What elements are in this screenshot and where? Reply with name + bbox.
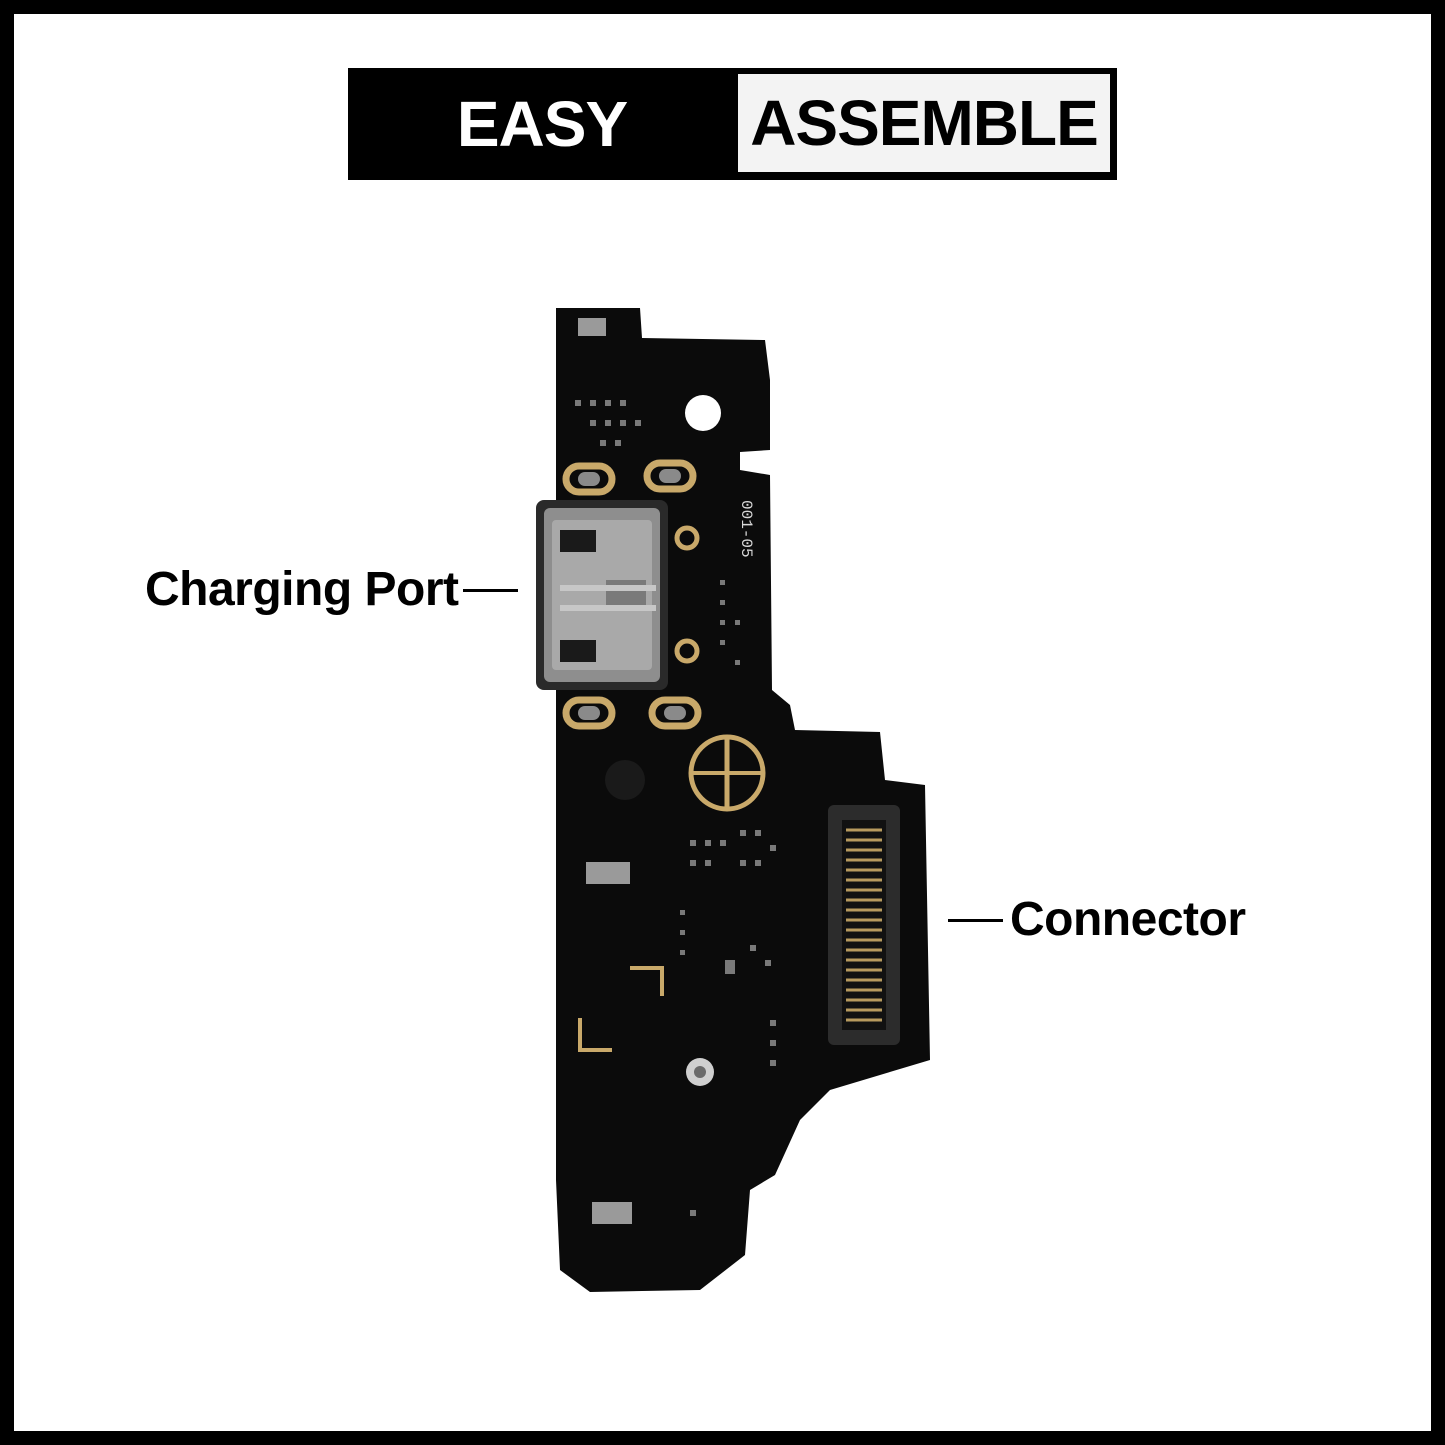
connector-leader-line bbox=[948, 919, 1003, 922]
silkscreen-text: 001-05 bbox=[737, 500, 755, 558]
pcb-outline bbox=[556, 308, 930, 1292]
gold-marking bbox=[630, 966, 664, 996]
gold-pad bbox=[648, 696, 702, 730]
gold-ring bbox=[674, 525, 700, 551]
gold-pad bbox=[562, 696, 616, 730]
board-hole bbox=[605, 760, 645, 800]
gold-pad bbox=[562, 462, 616, 496]
pad-fill bbox=[664, 706, 686, 720]
charging-port-label: Charging Port bbox=[145, 563, 459, 616]
connector-label: Connector bbox=[1010, 893, 1246, 946]
gold-ring bbox=[674, 638, 700, 664]
pad-fill bbox=[578, 706, 600, 720]
gold-marking bbox=[578, 1018, 612, 1052]
metal-clip bbox=[578, 318, 606, 336]
metal-clip bbox=[586, 862, 630, 884]
pad-fill bbox=[659, 469, 681, 483]
mounting-hole bbox=[685, 395, 721, 431]
board-connector bbox=[828, 805, 900, 1045]
banner-assemble-text: ASSEMBLE bbox=[738, 74, 1110, 172]
pad-fill bbox=[578, 472, 600, 486]
title-banner: EASY ASSEMBLE bbox=[348, 68, 1117, 180]
banner-easy-text: EASY bbox=[456, 88, 628, 160]
gold-pad bbox=[643, 459, 697, 493]
charging-port-leader-line bbox=[463, 589, 518, 592]
usb-port bbox=[536, 500, 668, 690]
metal-clip bbox=[592, 1202, 632, 1224]
